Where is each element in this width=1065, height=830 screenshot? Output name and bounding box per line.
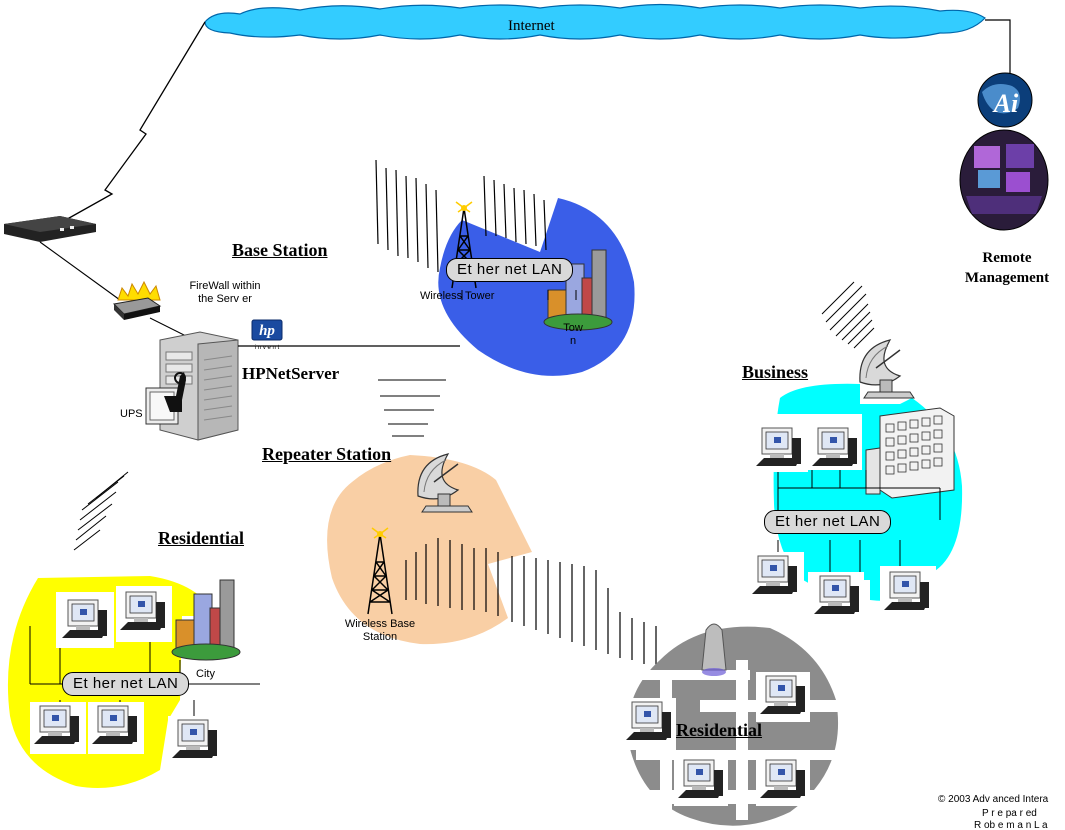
ai-globe-icon: Ai [977, 72, 1033, 128]
residential-left-signal-lines [73, 471, 129, 551]
remote-management-label-1: Remote [982, 250, 1032, 266]
hp-logo-text: hp [259, 323, 275, 339]
business-lan-lines [777, 470, 941, 578]
router-icon [4, 216, 96, 242]
server-icon [159, 331, 239, 441]
residential-right-title: Residential [676, 720, 763, 740]
base-station-title: Base Station [232, 240, 328, 260]
base-lan-links [461, 290, 577, 300]
base-lan-label: Et her net LAN [446, 258, 574, 282]
copyright-line-1: © 2003 Adv anced Intera [938, 794, 1049, 805]
link-firewall-server [149, 317, 191, 339]
copyright-line-3: R ob e m a n L a [974, 820, 1048, 830]
wireless-tower-label: Wireless Tower [420, 290, 495, 302]
base-horizontal-lines [378, 379, 446, 437]
business-dish-icon [859, 339, 915, 399]
town-label: Tow n [563, 322, 583, 347]
link-internet-remote [985, 19, 1011, 88]
ups-label: UPS [120, 408, 143, 420]
remote-management-label-2: Management [964, 270, 1050, 286]
hp-logo-icon: hp i n v e n t [251, 319, 283, 351]
ai-logo-text: Ai [992, 89, 1019, 118]
firewall-icon [112, 280, 162, 320]
internet-cloud [204, 3, 986, 40]
internet-label: Internet [508, 18, 555, 34]
repeater-station-title: Repeater Station [262, 444, 392, 464]
business-title: Business [742, 362, 809, 382]
modem-icon [701, 623, 727, 676]
base-station-cell [438, 198, 635, 376]
residential-left-title: Residential [158, 528, 245, 548]
residential-left-lan-label: Et her net LAN [62, 672, 190, 696]
business-signal-lines [821, 281, 875, 349]
city-label: City [196, 668, 215, 680]
link-internet-router [61, 21, 206, 223]
base-signal-lines [375, 159, 547, 273]
link-router-firewall [39, 241, 121, 301]
wireless-base-station-label: Wireless Base Station [344, 618, 416, 643]
copyright-line-2: P r e pa r ed [982, 808, 1037, 819]
remote-monitors-icon [959, 129, 1049, 231]
repeater-signal-lines [405, 538, 657, 666]
business-lan-label: Et her net LAN [764, 510, 892, 534]
hp-invent-text: i n v e n t [255, 345, 280, 351]
ups-icon [145, 372, 186, 425]
hp-server-name: HPNetServer [242, 364, 340, 383]
firewall-label: FireWall within the Serv er [189, 280, 261, 305]
